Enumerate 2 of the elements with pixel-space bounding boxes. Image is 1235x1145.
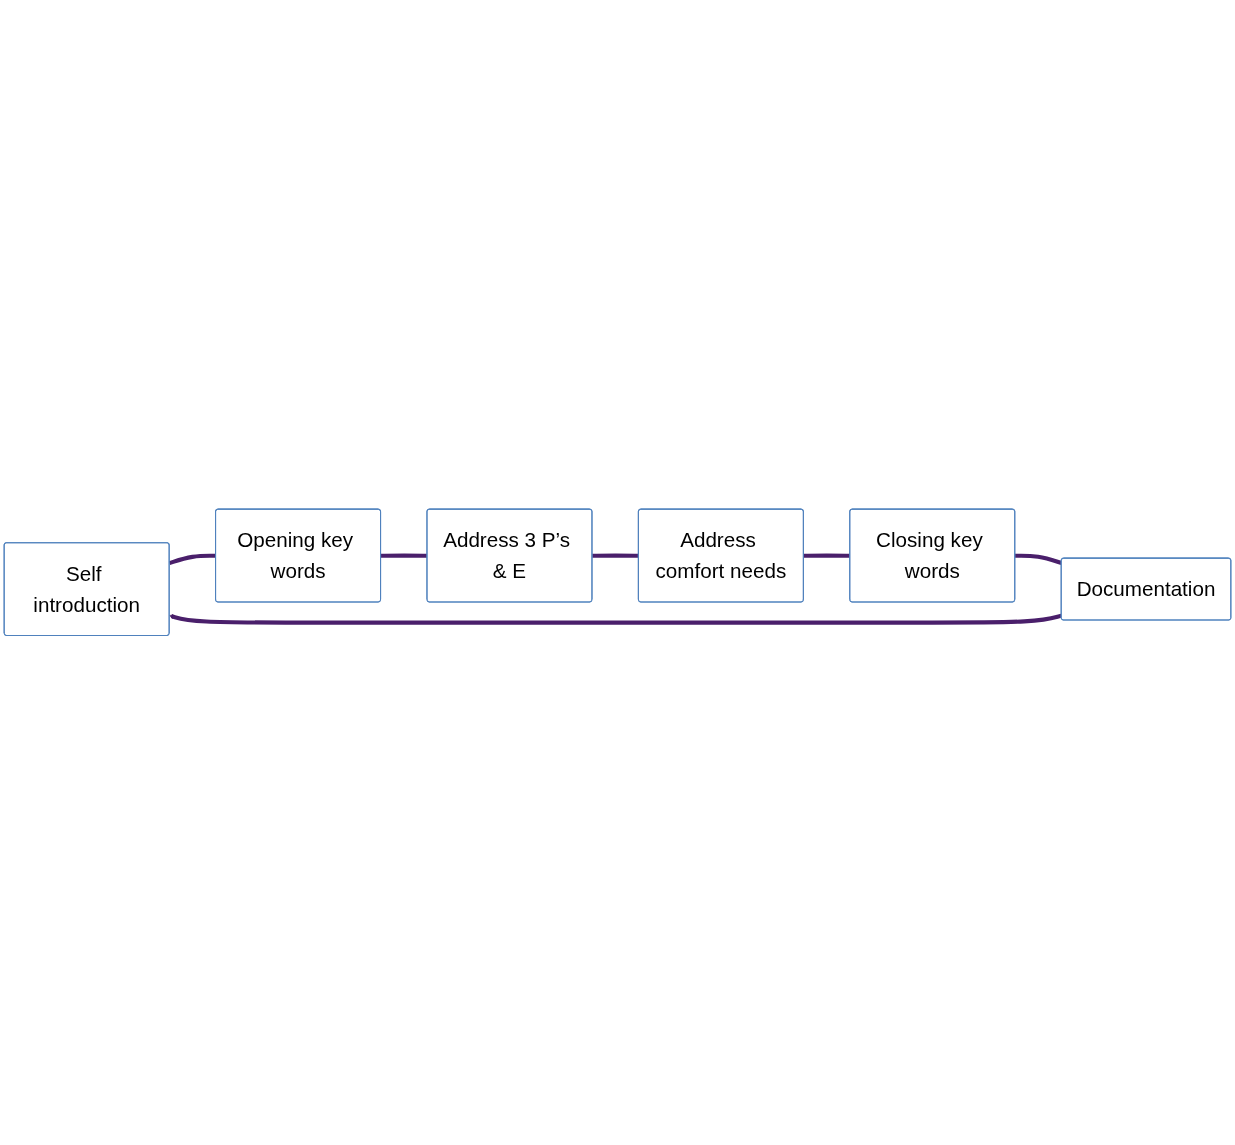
connector	[592, 553, 639, 559]
arrow	[169, 613, 1062, 625]
